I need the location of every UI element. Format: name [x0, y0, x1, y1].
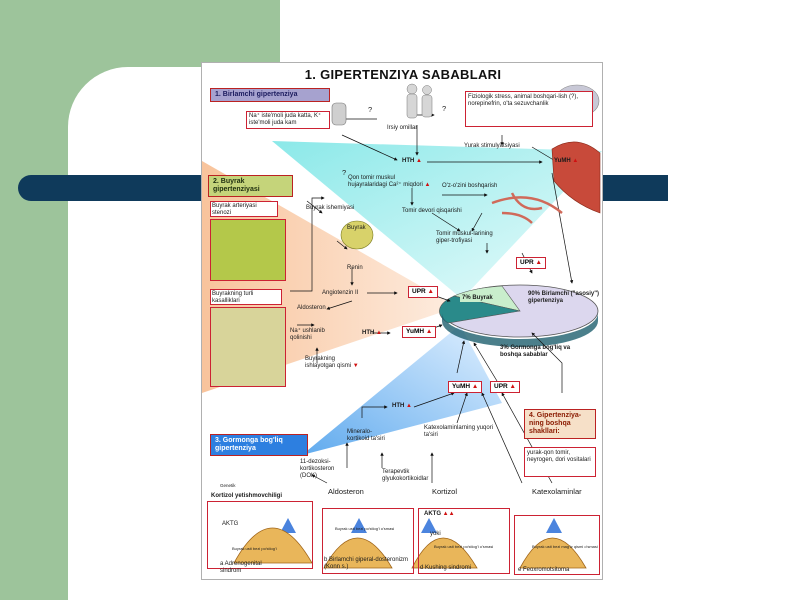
question-mark-3: ? [342, 168, 347, 177]
hth-renal: HTH ▲ [362, 330, 382, 336]
aldosterone-label: Aldosteron [297, 305, 326, 311]
kidney-picture [340, 220, 374, 250]
aktg-d-label: AKTG ▲▲ [424, 511, 455, 517]
diseased-kidney-picture [210, 307, 286, 387]
hth-top: HTH ▲ [402, 158, 422, 164]
aldosteron-label: Aldosteron [328, 487, 364, 496]
pie-hormonal-label: 3% Gormonga bog'liq va boshqa sabablar [500, 345, 571, 358]
renal-artery-picture [210, 219, 286, 281]
kortizol-label: Kortizol [432, 487, 458, 496]
sodium-intake-label: Na⁺ iste'moli juda katta, K⁺ iste'moli j… [246, 111, 330, 129]
katexolaminlar-label: Katexolaminlar [532, 487, 582, 496]
vessel-hypertrophy-label: Tomir muskul-larining giper-trofiyasi [436, 231, 493, 244]
upr-top: UPR ▲ [516, 257, 546, 269]
doc-label: 11-dezoksi-kortikosteron (DOK) [300, 459, 335, 479]
yumh-top: YuMH ▲ [554, 158, 579, 164]
panel-a [207, 501, 313, 569]
section-renal: 2. Buyrak gipertenziyasi [208, 175, 293, 197]
inner-b-label: Buyrak usti bezi po'stlog'i o'smasi [335, 526, 395, 531]
section-other-body: yurak-qon tomir, neyrogen, dori vositala… [524, 447, 596, 477]
panel-b [322, 508, 414, 574]
upr-renal: UPR ▲ [408, 286, 438, 298]
salt-shaker [331, 102, 347, 126]
hth-hormonal: HTH ▲ [392, 403, 412, 409]
stress-label: Fiziologik stress, animal boshqari-lish … [465, 91, 593, 127]
angiotensin-label: Angiotenzin II [322, 290, 359, 296]
section-hormonal: 3. Gormonga bog'liq gipertenziya [210, 434, 308, 456]
section-primary: 1. Birlamchi gipertenziya [210, 88, 330, 102]
autoregulation-label: O'z-o'zini boshqarish [442, 183, 498, 189]
heart-picture [551, 141, 601, 214]
vessel-narrowing-label: Tomir devori qisqarishi [402, 208, 462, 214]
pie-primary-label: 90% Birlamchi ("asosiy") gipertenziya [528, 291, 600, 304]
page-title: 1. GIPERTENZIYA SABABLARI [304, 67, 502, 82]
working-kidney-label: Buyrakning ishlayotgan qismi ▼ [305, 356, 359, 369]
renin-label: Renin [347, 265, 363, 271]
section-other-title: 4. Gipertenziya-ning boshqa shakllari: [529, 412, 582, 435]
vessels-picture [491, 192, 563, 224]
mineralocorticoid-label: Mineralo-kortikoid ta'siri [347, 429, 385, 442]
caption-b: b Birlamchi giperal-dosteronizm (Konn s.… [324, 557, 409, 570]
question-mark-2: ? [442, 104, 447, 113]
inner-a-label: Buyrak usti bezi po'stlog'i [232, 546, 277, 551]
section-other: 4. Gipertenziya-ning boshqa shakllari: [524, 409, 596, 439]
genetic-label: Genetik [220, 483, 236, 488]
cortisol-deficiency-label: Kortizol yetishmovchiligi [210, 493, 284, 500]
people-picture [406, 83, 433, 119]
adrenal-glands [233, 527, 587, 569]
aktg-a-label: AKTG [222, 521, 239, 527]
renal-ischemia-label: Buyrak ishemiyasi [306, 205, 355, 211]
inner-e-label: Buyrak usti bezi mag'iz qismi o'smasi [532, 544, 598, 549]
question-mark-1: ? [368, 105, 373, 114]
renal-artery-label: Buyrak arteriyasi stenozi [210, 201, 278, 217]
hypertension-diagram: 1. GIPERTENZIYA SABABLARI 1. Birlamchi g… [201, 62, 603, 580]
yoki-label: yoki [430, 531, 441, 537]
blue-wedge [302, 325, 502, 455]
yumh-renal: YuMH ▲ [402, 326, 437, 338]
renal-diseases-label: Buyrakning turli kasalliklari [210, 289, 282, 305]
calcium-label: Qon tomir muskul hujayralaridagi Ca²⁺ mi… [348, 175, 431, 188]
heart-stimulation-label: Yurak stimulyatsiyasi [464, 143, 520, 149]
caption-e: e Feoxromotsitoma [518, 567, 570, 573]
catecholamine-effect-label: Katexolaminlarning yuqori ta'siri [424, 425, 494, 438]
sodium-retention-label: Na⁺ ushlanib qolinishi [290, 328, 325, 341]
yumh-hormonal: YuMH ▲ [448, 381, 483, 393]
panel-e [514, 515, 600, 575]
caption-d: d Kushing sindromi [420, 565, 472, 571]
kidney-label: Buyrak [347, 225, 366, 231]
pie-renal-label: 7% Buyrak [460, 295, 495, 302]
glucocorticoids-label: Terapevtik glyukokortikoidlar [382, 469, 429, 482]
inner-d-label: Buyrak usti bezi po'stlog'i o'smasi [434, 544, 494, 549]
hereditary-label: Irsiy omillar [387, 125, 418, 131]
panel-d [418, 508, 510, 574]
caption-a: a Adrenogenital sindrom [220, 561, 262, 574]
upr-hormonal: UPR ▲ [490, 381, 520, 393]
teal-wedge [272, 141, 602, 299]
